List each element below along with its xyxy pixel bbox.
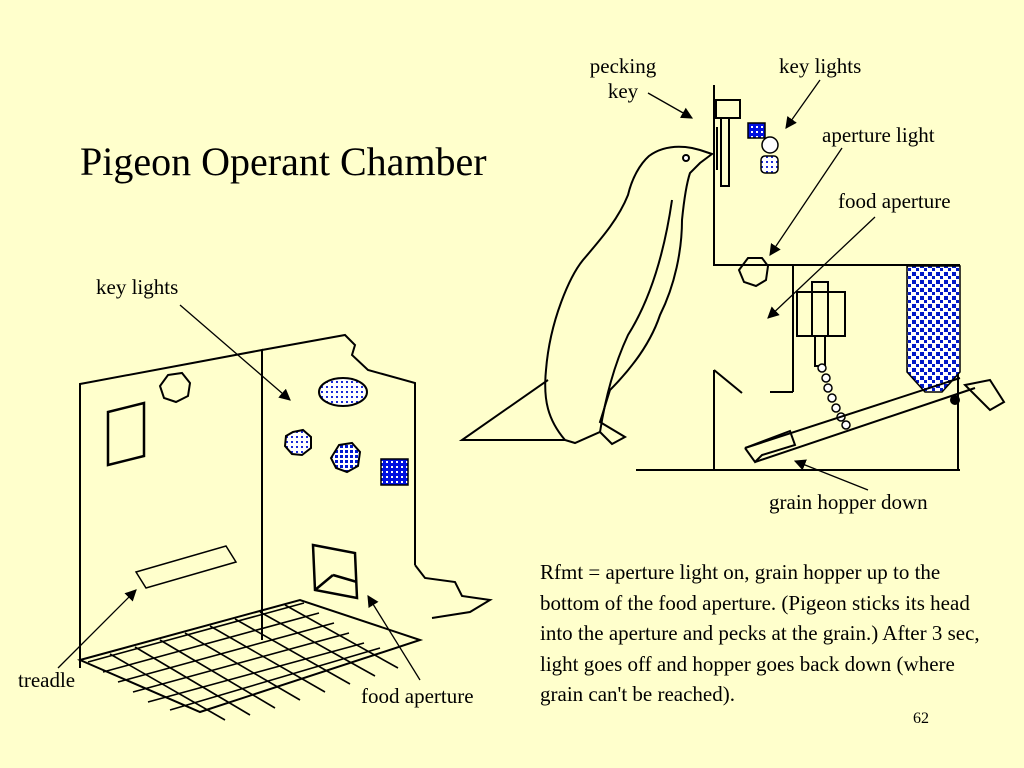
pigeon-body-outline bbox=[544, 145, 715, 446]
slide-title: Pigeon Operant Chamber bbox=[80, 139, 487, 184]
label-aperture-light: aperture light bbox=[822, 123, 935, 147]
key-light-side-2 bbox=[761, 136, 779, 154]
pecking-key-mechanism bbox=[715, 99, 741, 187]
arrow-treadle bbox=[57, 589, 137, 669]
label-grain-hopper-down: grain hopper down bbox=[769, 490, 928, 514]
reinforcement-description: Rfmt = aperture light on, grain hopper u… bbox=[540, 560, 980, 706]
pigeon-eye bbox=[682, 154, 690, 162]
floor-grid bbox=[87, 602, 399, 721]
key-light-3 bbox=[380, 458, 409, 486]
pigeon-tail bbox=[458, 379, 565, 441]
pigeon-wing bbox=[599, 199, 673, 433]
label-treadle: treadle bbox=[18, 668, 76, 692]
label-pecking-key-line1: pecking bbox=[589, 54, 657, 78]
label-pecking-key-line2: key bbox=[607, 79, 639, 103]
arrow-grain-hopper bbox=[793, 459, 869, 491]
arrow-key-lights-right bbox=[785, 79, 821, 129]
hopper-motor bbox=[796, 281, 846, 367]
arrow-food-aperture-left bbox=[367, 595, 421, 681]
chamber-3d bbox=[76, 333, 493, 714]
chamber-right-wall bbox=[261, 333, 416, 565]
treadle-plate bbox=[134, 545, 238, 589]
grain-reservoir bbox=[906, 265, 961, 393]
chamber-left-wall bbox=[79, 348, 263, 668]
left-arrows bbox=[57, 304, 421, 681]
pigeon-side-view bbox=[458, 145, 715, 446]
aperture-light-octagon bbox=[737, 257, 770, 288]
arrow-food-aperture-right bbox=[767, 216, 876, 319]
key-light-2 bbox=[329, 441, 362, 474]
label-food-aperture-right: food aperture bbox=[838, 189, 951, 213]
arrow-key-lights-left bbox=[179, 304, 291, 401]
arrow-pecking-key bbox=[647, 92, 694, 119]
chamber-torn-edge bbox=[414, 564, 493, 619]
right-arrows bbox=[647, 79, 876, 491]
food-aperture-3d bbox=[311, 543, 359, 600]
label-food-aperture-left: food aperture bbox=[361, 684, 474, 708]
label-key-lights-right: key lights bbox=[779, 54, 862, 78]
label-key-lights-left: key lights bbox=[96, 275, 179, 299]
key-light-side-1 bbox=[747, 122, 766, 139]
house-light-octagon bbox=[158, 371, 192, 404]
key-light-side-3 bbox=[760, 155, 779, 174]
key-light-oval bbox=[318, 377, 368, 407]
hopper-spring bbox=[817, 363, 851, 430]
chamber-floor-outline bbox=[76, 598, 424, 714]
arrow-aperture-light bbox=[769, 147, 843, 256]
label-pecking-key: pecking key bbox=[578, 54, 668, 104]
key-light-1 bbox=[283, 428, 312, 457]
grain-hopper bbox=[744, 377, 1006, 464]
left-wall-panel bbox=[106, 401, 146, 467]
page-number: 62 bbox=[913, 710, 929, 727]
